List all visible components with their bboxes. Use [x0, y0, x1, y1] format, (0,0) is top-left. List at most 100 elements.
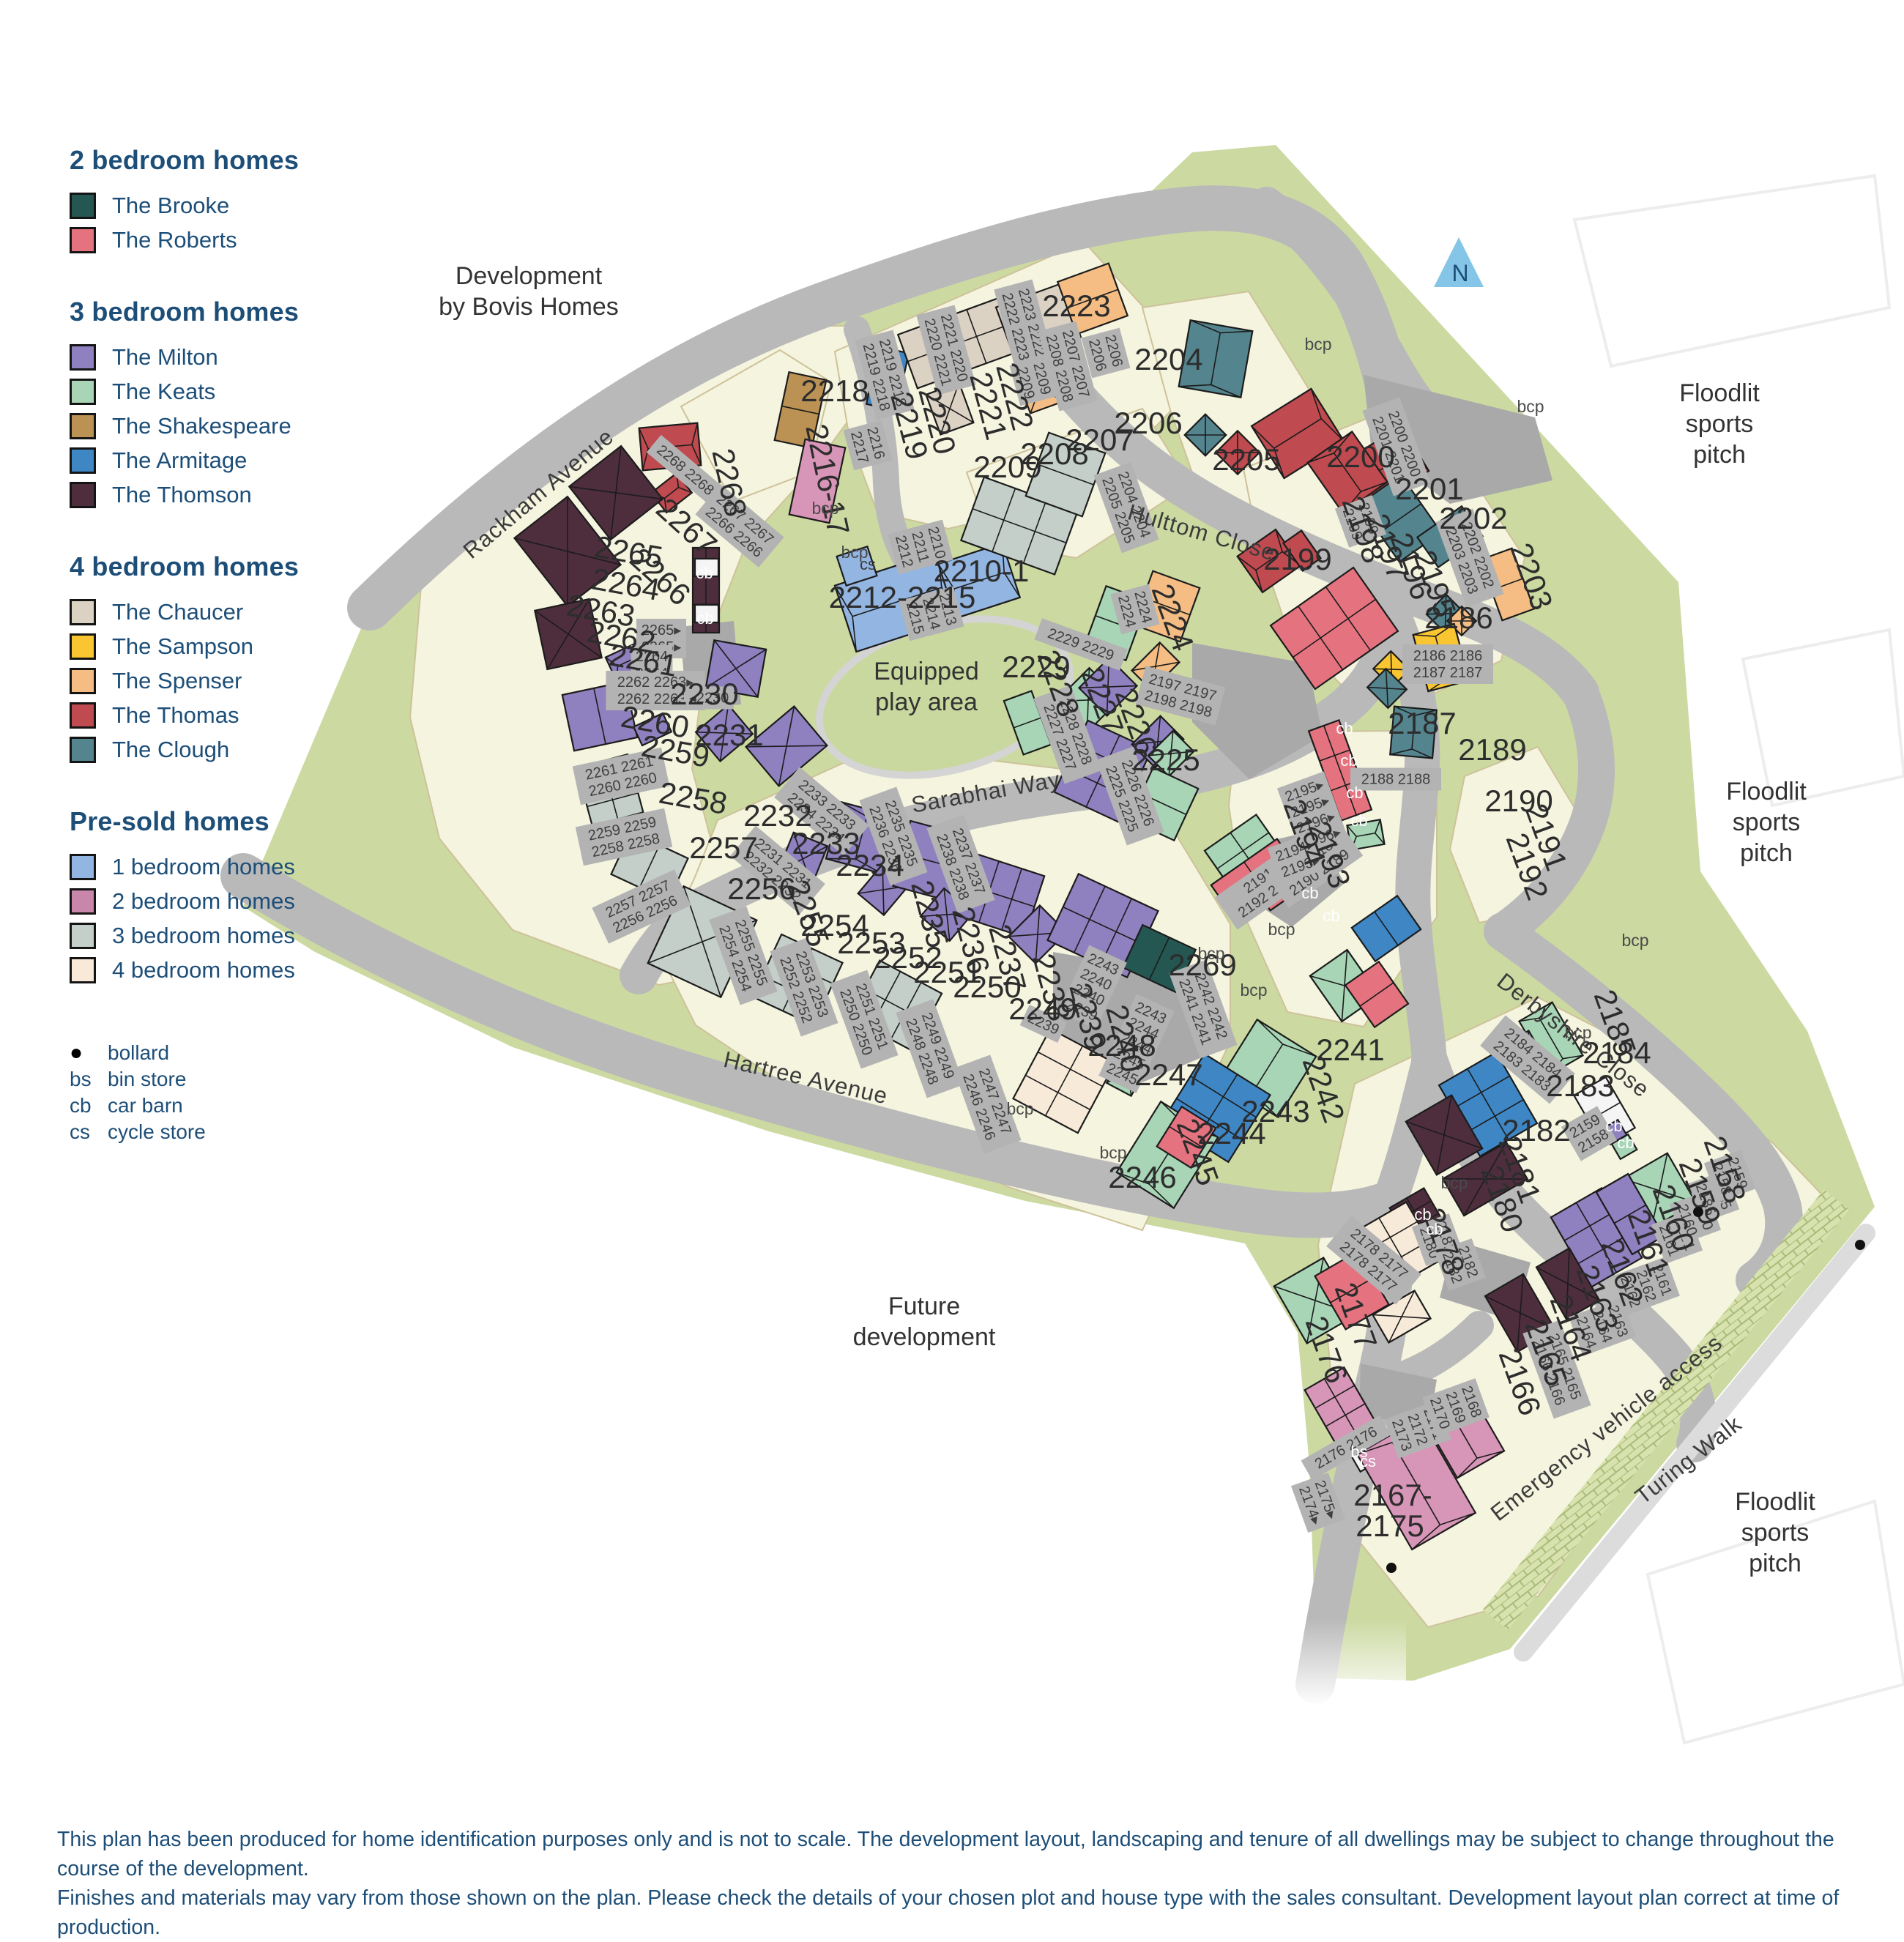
symbol-key: cs [70, 1120, 90, 1143]
plot-number-label: 2212-2215 [829, 580, 976, 614]
legend-item: The Roberts [70, 226, 333, 254]
legend-item: The Chaucer [70, 598, 333, 626]
plot-number-label: 2183 [1546, 1068, 1614, 1103]
building-footprint-clough [1178, 319, 1254, 399]
car-barn-label: cb [1301, 884, 1318, 902]
legend-swatch [70, 447, 96, 474]
legend-item-label: 1 bedroom homes [112, 854, 295, 879]
plot-number-label: 2204 [1134, 342, 1202, 376]
legend-item: The Spenser [70, 667, 333, 695]
svg-text:2265▸: 2265▸ [642, 622, 682, 639]
legend-swatch [70, 344, 96, 371]
legend-item: The Thomas [70, 702, 333, 729]
legend-swatch [70, 923, 96, 949]
building-footprint-roberts [1344, 960, 1410, 1029]
bcp-label: bcp [1440, 1173, 1468, 1192]
building-footprint-milton [1595, 1172, 1665, 1256]
disclaimer-line-1: This plan has been produced for home ide… [57, 1828, 1834, 1880]
area-label: pitch [1749, 1549, 1801, 1577]
legend-item-label: The Shakespeare [112, 413, 291, 439]
plot-number-label: 2208 [1020, 436, 1088, 471]
plot-number-label: 2210-1 [934, 554, 1030, 588]
car-barn-label: cb [1323, 907, 1339, 925]
plot-number-label: 2256 [727, 871, 795, 906]
area-label: Floodlit [1679, 379, 1760, 407]
legend-item-label: 2 bedroom homes [112, 888, 295, 914]
symbol-label: bollard [108, 1041, 170, 1064]
building-footprint-thomson [513, 495, 622, 608]
building-footprint-spenser [1056, 262, 1129, 335]
legend-item-label: The Roberts [112, 227, 237, 253]
building-footprint-milton [694, 703, 754, 763]
building-footprint-ps1 [836, 545, 878, 587]
plot-number-label: 2186 [1424, 600, 1492, 635]
legend-swatch [70, 702, 96, 729]
legend-swatch [70, 737, 96, 763]
car-barn-label: cb [1340, 751, 1357, 770]
building-footprint-thomson [1405, 1094, 1484, 1176]
plot-number-label: 2252 [874, 940, 942, 975]
plot-number-label: 2241 [1316, 1033, 1384, 1067]
disclaimer-line-2: Finishes and materials may vary from tho… [57, 1886, 1840, 1939]
legend-swatch [70, 854, 96, 880]
legend-item-label: 4 bedroom homes [112, 957, 295, 983]
building-footprint-thomas [1282, 529, 1323, 572]
area-label: pitch [1693, 441, 1746, 469]
building-footprint-thomson [534, 598, 603, 671]
legend-item: The Thomson [70, 481, 333, 509]
legend-item-label: The Brooke [112, 193, 230, 218]
plot-number-label: 2269 [1168, 948, 1236, 982]
area-label: Development [455, 262, 603, 290]
plot-number-label: 2189 [1458, 732, 1526, 767]
north-label: N [1451, 260, 1468, 286]
bollard-dot [1855, 1240, 1865, 1250]
symbol-label: bin store [108, 1068, 187, 1090]
legend-swatch [70, 482, 96, 508]
building-footprint-ps3 [1024, 431, 1107, 518]
car-barn-label: cb [1350, 811, 1367, 830]
bin-store-label: bs [1350, 1443, 1367, 1461]
building-footprint-armitage [1350, 894, 1422, 963]
plot-number-label: 2200 [1326, 439, 1394, 474]
legend-item: 2 bedroom homes [70, 888, 333, 915]
parking-bay-label: 2194▸2193▸ [1267, 830, 1328, 886]
building-footprint-shakespeare [773, 371, 828, 450]
legend-item-label: The Thomson [112, 482, 252, 507]
building-footprint-ps4 [1012, 1027, 1116, 1134]
legend-item-label: The Keats [112, 379, 216, 404]
plot-number-label: 2209 [973, 450, 1041, 484]
bollard-icon: ● [70, 1041, 83, 1065]
building-footprint-clough [1366, 667, 1408, 710]
legend-item: The Brooke [70, 192, 333, 220]
north-arrow-icon [1434, 237, 1484, 287]
legend-item: 3 bedroom homes [70, 922, 333, 950]
building-footprint-thomson [568, 444, 664, 541]
legend-swatch [70, 957, 96, 983]
plot-number-label: 2207 [1066, 423, 1134, 457]
plot-number-label: 2206 [1114, 406, 1182, 440]
legend-section-title: 4 bedroom homes [70, 551, 300, 581]
area-label: pitch [1740, 839, 1793, 867]
car-barn-label: cb [1414, 1205, 1431, 1224]
legend-section-title: 2 bedroom homes [70, 145, 300, 175]
legend-item-label: The Thomas [112, 702, 239, 728]
building-footprint-keats [1610, 1133, 1638, 1161]
building-footprint-thomson [1441, 1141, 1529, 1217]
plot-number-label: 2182 [1502, 1113, 1570, 1147]
